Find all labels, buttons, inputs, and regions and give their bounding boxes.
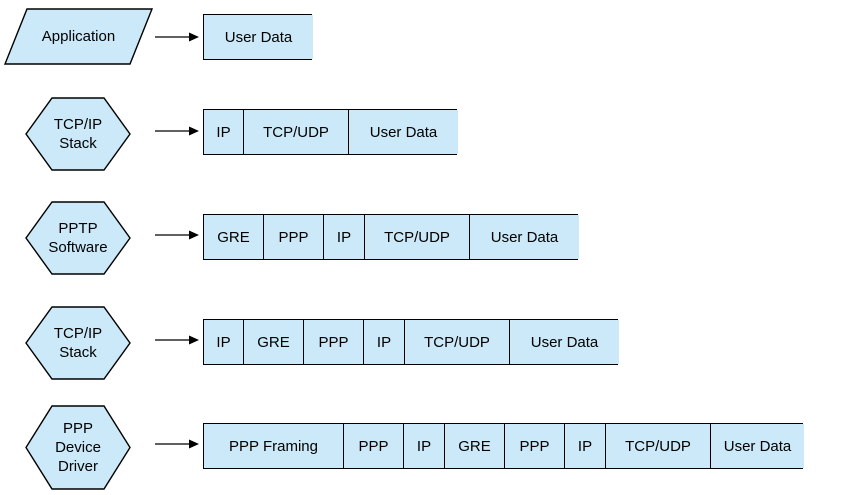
packet-segment: User Data xyxy=(711,424,804,468)
stage-label: Application xyxy=(41,28,116,45)
packet-segment: PPP xyxy=(264,215,324,259)
packet-segment: GRE xyxy=(244,320,304,364)
packet-segment: GRE xyxy=(445,424,505,468)
packet-segment: User Data xyxy=(204,15,313,59)
packet-segment: PPP Framing xyxy=(204,424,344,468)
packet-segment: User Data xyxy=(510,320,619,364)
packet-segment: TCP/UDP xyxy=(365,215,470,259)
packet-segment: TCP/UDP xyxy=(606,424,711,468)
arrow-right-icon xyxy=(155,334,199,346)
arrow-right-icon xyxy=(155,31,199,43)
packet-segment: PPP xyxy=(304,320,364,364)
stage-shape-hexagon: PPP Device Driver xyxy=(25,405,131,490)
arrow-right-icon xyxy=(155,229,199,241)
stage-shape-hexagon: PPTP Software xyxy=(25,201,131,275)
packet-segment: IP xyxy=(324,215,365,259)
packet-segment: IP xyxy=(364,320,405,364)
packet-segment: IP xyxy=(565,424,606,468)
stage-shape-hexagon: TCP/IP Stack xyxy=(25,97,131,171)
stage-label: TCP/IP Stack xyxy=(53,116,103,152)
packet-segment: GRE xyxy=(204,215,264,259)
packet-segment: PPP xyxy=(505,424,565,468)
stage-shape-parallelogram: Application xyxy=(3,8,154,65)
packet-segment: IP xyxy=(404,424,445,468)
arrow-right-icon xyxy=(155,125,199,137)
arrow-right-icon xyxy=(155,438,199,450)
packet-segment: IP xyxy=(204,110,244,154)
packet-segment: User Data xyxy=(349,110,458,154)
stage-shape-hexagon: TCP/IP Stack xyxy=(25,306,131,380)
packet-segment: IP xyxy=(204,320,244,364)
packet-segment: TCP/UDP xyxy=(244,110,349,154)
packet-bar: User Data xyxy=(203,14,313,60)
stage-label: PPP Device Driver xyxy=(55,420,101,475)
packet-segment: PPP xyxy=(344,424,404,468)
stage-label: PPTP Software xyxy=(48,220,108,256)
packet-segment: TCP/UDP xyxy=(405,320,510,364)
stage-label: TCP/IP Stack xyxy=(53,325,103,361)
packet-segment: User Data xyxy=(470,215,579,259)
